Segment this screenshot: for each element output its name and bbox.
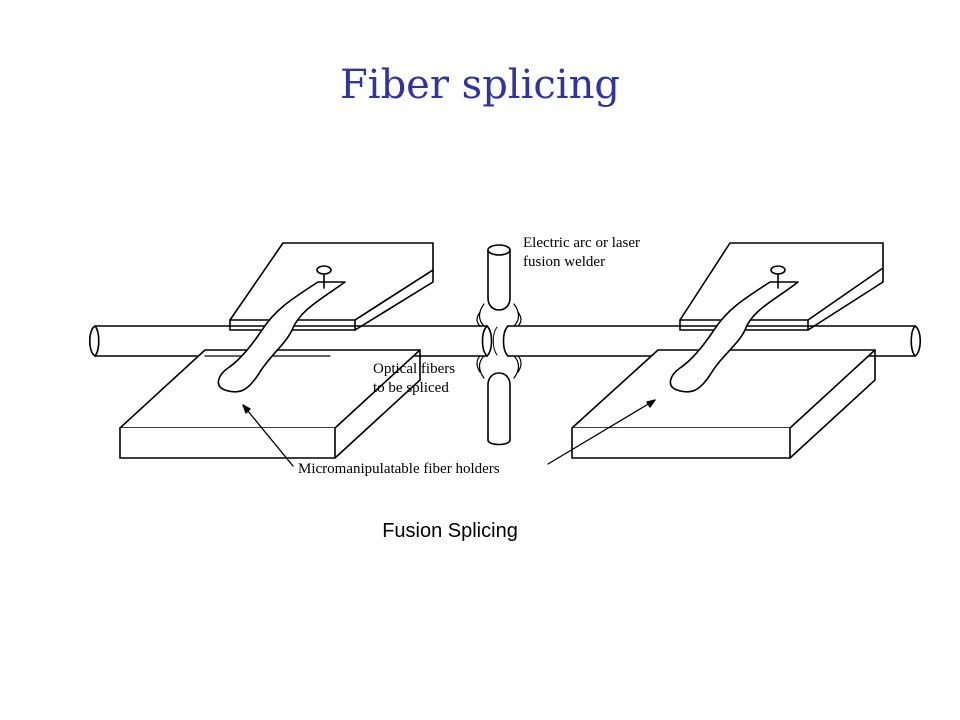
fiber-ends bbox=[481, 325, 509, 357]
holder-leader-arrows bbox=[242, 399, 656, 467]
left-holder-front bbox=[119, 349, 421, 459]
lower-electrode bbox=[487, 372, 511, 446]
upper-electrode bbox=[487, 244, 511, 311]
welder-label-line2: fusion welder bbox=[523, 254, 605, 270]
figure-caption: Fusion Splicing bbox=[382, 520, 518, 542]
fibers-label-line1: Optical fibers bbox=[373, 361, 455, 377]
left-fiber-clamp bbox=[217, 265, 346, 393]
welder-label-line1: Electric arc or laser bbox=[523, 235, 640, 251]
slide-title: Fiber splicing bbox=[340, 62, 620, 108]
right-fiber-clamp bbox=[669, 265, 799, 393]
arc-discharge-marks bbox=[476, 303, 522, 379]
fibers-label-line2: to be spliced bbox=[373, 380, 449, 396]
holders-label: Micromanipulatable fiber holders bbox=[298, 461, 500, 477]
right-holder-front bbox=[571, 349, 876, 459]
